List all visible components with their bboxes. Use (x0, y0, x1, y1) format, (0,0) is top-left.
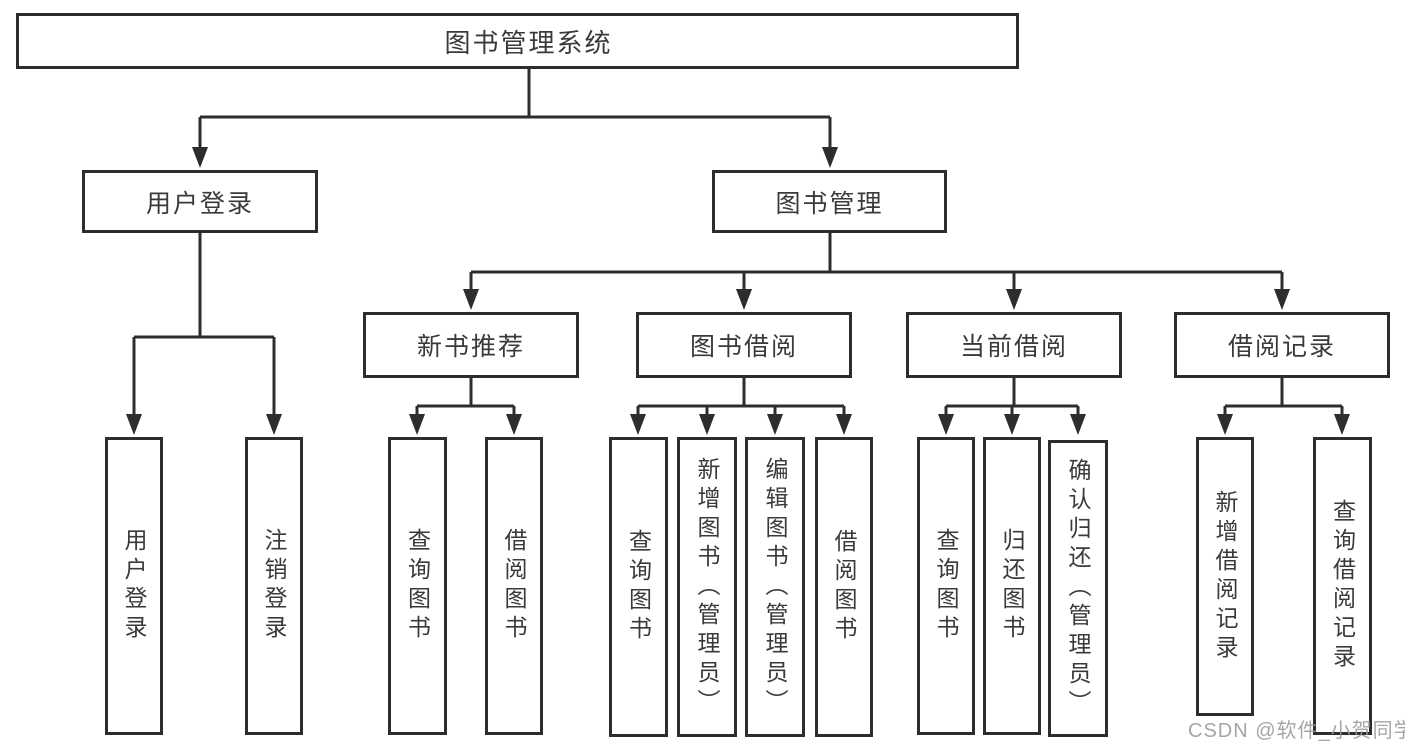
node-label: 归还图书 (999, 528, 1025, 644)
node-logout-leaf: 注销登录 (245, 437, 303, 735)
node-add-borrow-record: 新增借阅记录 (1196, 437, 1254, 716)
node-add-books-admin: 新增图书（管理员） (677, 437, 737, 737)
csdn-watermark: CSDN @软件_小贺同学 (1188, 720, 1405, 742)
node-label: 编辑图书（管理员） (762, 456, 788, 718)
node-confirm-return-admin: 确认归还（管理员） (1048, 440, 1108, 737)
node-user-login-module: 用户登录 (82, 170, 318, 233)
node-system-root: 图书管理系统 (16, 13, 1019, 69)
node-label: 查询图书 (625, 529, 652, 645)
node-label: 借阅图书 (831, 529, 857, 645)
node-edit-books-admin: 编辑图书（管理员） (745, 437, 805, 737)
node-borrowing-records: 借阅记录 (1174, 312, 1390, 378)
node-borrow-books-recommend: 借阅图书 (485, 437, 543, 735)
node-book-management: 图书管理 (712, 170, 947, 233)
arrowheads (126, 147, 1350, 435)
node-label: 用户登录 (121, 528, 147, 644)
node-query-borrow-record: 查询借阅记录 (1313, 437, 1372, 735)
node-label: 当前借阅 (959, 333, 1068, 361)
node-return-books: 归还图书 (983, 437, 1041, 735)
node-label: 用户登录 (145, 189, 254, 218)
node-new-book-recommend: 新书推荐 (363, 312, 579, 378)
node-query-books-borrowing: 查询图书 (609, 437, 668, 737)
node-label: 图书借阅 (689, 333, 798, 361)
connector-lines (132, 69, 1344, 417)
node-label: 借阅图书 (501, 528, 527, 644)
node-label: 借阅记录 (1227, 333, 1336, 361)
node-label: 注销登录 (261, 528, 287, 644)
node-query-books-current: 查询图书 (917, 437, 975, 735)
node-label: 新增图书（管理员） (694, 456, 720, 718)
node-current-borrowing: 当前借阅 (906, 312, 1122, 378)
node-label: 查询图书 (933, 528, 959, 644)
node-label: 图书管理系统 (444, 27, 613, 58)
node-label: 新书推荐 (416, 333, 525, 361)
node-label: 查询图书 (404, 528, 431, 644)
node-label: 新增借阅记录 (1212, 489, 1238, 664)
node-label: 确认归还（管理员） (1065, 458, 1091, 719)
node-query-books-recommend: 查询图书 (388, 437, 447, 735)
node-label: 查询借阅记录 (1329, 499, 1356, 673)
node-borrow-books-leaf: 借阅图书 (815, 437, 873, 737)
node-user-login-leaf: 用户登录 (105, 437, 163, 735)
node-book-borrowing: 图书借阅 (636, 312, 852, 378)
node-label: 图书管理 (775, 189, 884, 218)
